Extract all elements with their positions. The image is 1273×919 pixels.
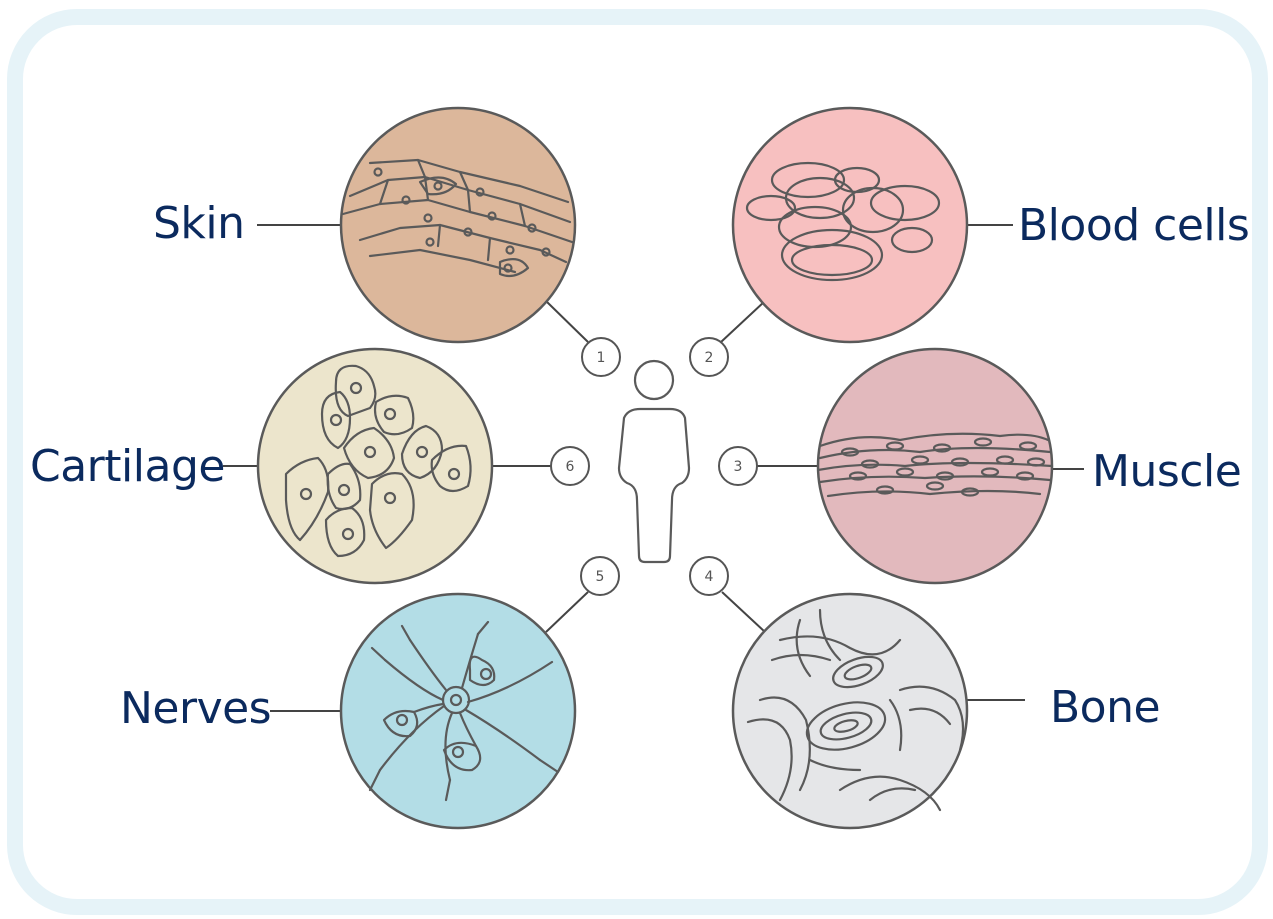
- label-skin: Skin: [153, 198, 245, 249]
- badge-1: 1: [582, 338, 620, 376]
- label-cartilage: Cartilage: [30, 441, 225, 492]
- badge-4-number: 4: [705, 569, 714, 585]
- bone-tissue-icon: [733, 594, 967, 828]
- badge-2: 2: [690, 338, 728, 376]
- badge-3-number: 3: [734, 459, 743, 475]
- badge-6-number: 6: [566, 459, 575, 475]
- blood-cells-icon: [733, 108, 967, 342]
- badge-2-number: 2: [705, 350, 714, 366]
- badge-5: 5: [581, 557, 619, 595]
- muscle-fibers-icon: [818, 349, 1052, 583]
- skin-cells-icon: [341, 108, 575, 342]
- label-blood-cells: Blood cells: [1018, 200, 1249, 251]
- badge-4: 4: [690, 557, 728, 595]
- label-nerves: Nerves: [120, 683, 271, 734]
- badge-5-number: 5: [596, 569, 605, 585]
- label-bone: Bone: [1050, 682, 1160, 733]
- cartilage-cells-icon: [258, 349, 492, 583]
- badge-6: 6: [551, 447, 589, 485]
- badge-3: 3: [719, 447, 757, 485]
- nerve-cells-icon: [341, 594, 575, 828]
- badge-1-number: 1: [597, 350, 606, 366]
- label-muscle: Muscle: [1092, 446, 1241, 497]
